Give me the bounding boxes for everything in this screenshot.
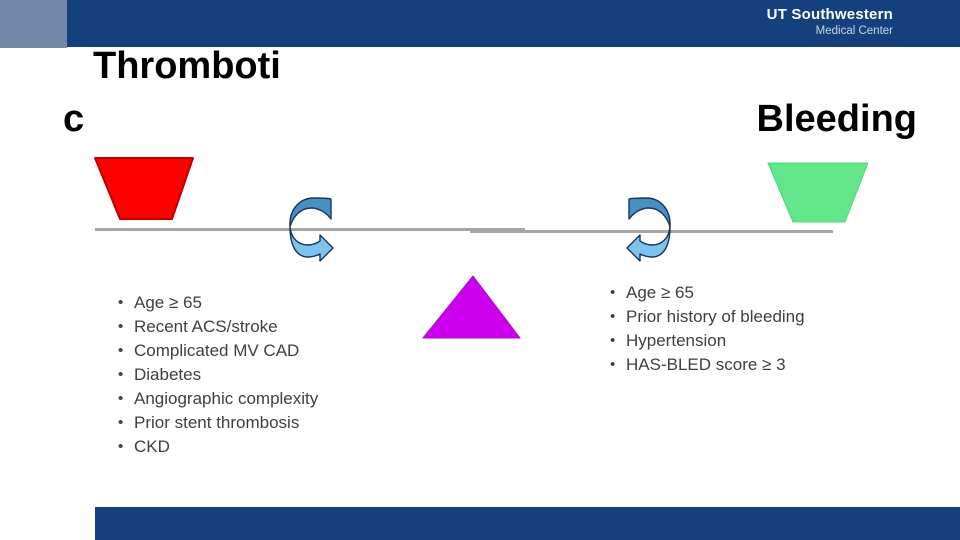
bullet-icon: •: [118, 342, 124, 359]
logo-name: UT Southwestern: [766, 6, 893, 23]
bullet-icon: •: [118, 438, 124, 455]
list-item-label: CKD: [134, 437, 170, 456]
list-item: • Complicated MV CAD: [118, 339, 318, 363]
bleeding-weight-shape: [767, 162, 869, 223]
rotate-arrow-left-icon: [289, 197, 334, 262]
fulcrum-triangle: [422, 275, 521, 339]
list-item: • Recent ACS/stroke: [118, 315, 318, 339]
list-item: • HAS-BLED score ≥ 3: [610, 353, 805, 377]
title-bleeding: Bleeding: [756, 98, 917, 140]
bullet-icon: •: [118, 294, 124, 311]
header-bar: [67, 0, 960, 47]
list-item-label: Diabetes: [134, 365, 202, 384]
list-item-label: Hypertension: [626, 331, 727, 350]
logo-subtitle: Medical Center: [815, 24, 893, 37]
list-item: • Prior history of bleeding: [610, 305, 805, 329]
list-item: • CKD: [118, 435, 318, 459]
list-item-label: Age ≥ 65: [134, 293, 202, 312]
list-item: • Age ≥ 65: [118, 291, 318, 315]
list-item-label: Prior history of bleeding: [626, 307, 805, 326]
bullet-icon: •: [610, 356, 616, 373]
list-item-label: Recent ACS/stroke: [134, 317, 278, 336]
thrombotic-risk-list: • Age ≥ 65 • Recent ACS/stroke • Complic…: [118, 291, 318, 459]
beam-right-segment: [470, 230, 833, 233]
thrombotic-weight-shape: [94, 157, 194, 220]
bullet-icon: •: [118, 366, 124, 383]
list-item-label: Angiographic complexity: [134, 389, 319, 408]
list-item-label: Prior stent thrombosis: [134, 413, 300, 432]
bullet-icon: •: [118, 414, 124, 431]
bullet-icon: •: [610, 284, 616, 301]
bleeding-risk-list: • Age ≥ 65 • Prior history of bleeding •…: [610, 281, 805, 377]
list-item: • Prior stent thrombosis: [118, 411, 318, 435]
list-item: • Hypertension: [610, 329, 805, 353]
list-item: • Age ≥ 65: [610, 281, 805, 305]
bullet-icon: •: [610, 308, 616, 325]
rotate-arrow-right-icon: [626, 197, 671, 262]
bullet-icon: •: [610, 332, 616, 349]
list-item-label: Complicated MV CAD: [134, 341, 300, 360]
title-thrombotic-line1: Thromboti: [93, 45, 281, 87]
beam-left-segment: [95, 228, 525, 231]
list-item-label: Age ≥ 65: [626, 283, 694, 302]
utsw-logo: UT Southwestern Medical Center: [766, 6, 893, 37]
balance-diagram: [94, 157, 869, 339]
list-item: • Diabetes: [118, 363, 318, 387]
list-item: • Angiographic complexity: [118, 387, 318, 411]
bullet-icon: •: [118, 318, 124, 335]
bullet-icon: •: [118, 390, 124, 407]
footer-bar: [95, 507, 960, 540]
header-corner-block: [0, 0, 67, 48]
title-thrombotic-line2: c: [63, 98, 85, 140]
list-item-label: HAS-BLED score ≥ 3: [626, 355, 786, 374]
